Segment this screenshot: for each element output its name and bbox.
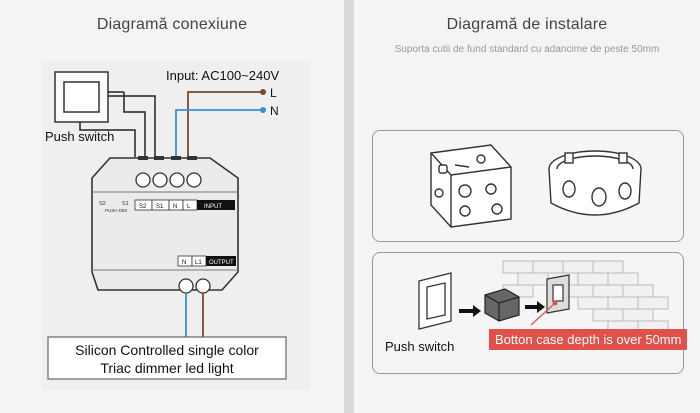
output-tag: OUTPUT [209, 260, 234, 266]
led-light-caption-line1: Silicon Controlled single color [75, 342, 259, 358]
led-light-box [47, 336, 287, 380]
depth-note-badge: Botton case depth is over 50mm [489, 329, 688, 350]
installation-diagram-panel: Diagramă de instalare Suporta cutii de f… [354, 0, 700, 413]
depth-pointer [530, 302, 556, 326]
round-junction-box-icon [548, 150, 642, 216]
led-light-caption-line2: Triac dimmer led light [100, 360, 233, 376]
wall-switch-icon [418, 272, 452, 330]
switch-wires [79, 91, 156, 157]
installation-diagram-title: Diagramă de instalare [446, 16, 608, 33]
input-terminal-strip [134, 199, 235, 211]
output-terminal-n: N [182, 260, 186, 266]
live-wire [187, 89, 266, 157]
push-dim-s2: S2 [99, 201, 106, 207]
push-switch-label: Push switch [45, 129, 114, 144]
input-tag: INPUT [204, 204, 222, 210]
installation-diagram-subtitle: Suporta cutii de fund standard cu adanci… [394, 44, 660, 55]
input-terminal-n: N [173, 204, 177, 210]
input-terminal-s2: S2 [139, 204, 147, 210]
square-junction-box-icon [430, 144, 512, 228]
neutral-wire [175, 107, 266, 157]
arrow-right-icon [459, 305, 481, 317]
wall-install-card: Push switch Botton case depth is over 50… [372, 252, 688, 374]
brick-wall-illustration [502, 260, 669, 334]
input-terminal-l: L [187, 204, 191, 210]
connection-diagram-title: Diagramă conexiune [96, 16, 248, 33]
dimmer-module-icon [484, 288, 520, 322]
input-terminal-s1: S1 [156, 204, 164, 210]
push-switch-icon [54, 71, 109, 123]
junction-box-card [372, 130, 684, 242]
wiring-diagram: Push switch Input: AC100~240V L [42, 60, 310, 390]
output-terminal-strip [177, 255, 236, 267]
connection-diagram-panel: Diagramă conexiune Push switch Input: AC… [0, 0, 344, 413]
terminal-l-label: L [270, 86, 277, 100]
input-voltage-label: Input: AC100~240V [166, 68, 279, 83]
terminal-n-label: N [270, 104, 279, 118]
output-terminal-l1: L1 [195, 260, 202, 266]
arrow-right-icon [525, 301, 545, 313]
push-dim-caption: PUSH DIM [105, 208, 127, 213]
output-wires [185, 293, 204, 338]
wall-box-icon [546, 274, 570, 314]
wall-push-switch-label: Push switch [385, 339, 455, 354]
dimmer-module [91, 156, 239, 294]
push-dim-s1: S1 [122, 201, 129, 207]
